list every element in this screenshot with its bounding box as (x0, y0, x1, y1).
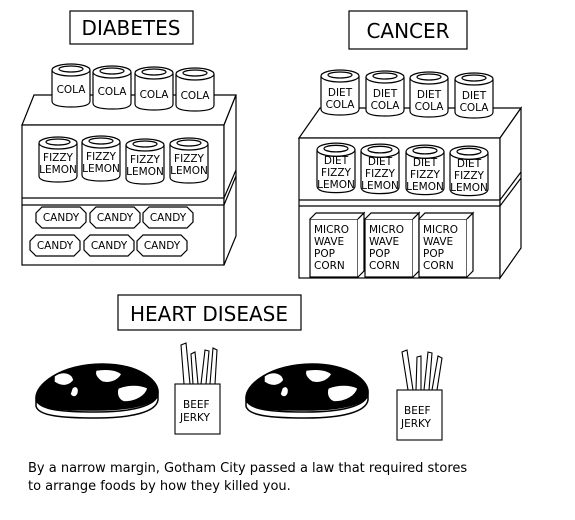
can-label: DIET (373, 88, 398, 100)
can-label: COLA (57, 84, 87, 96)
box-label: WAVE (314, 236, 344, 248)
box-label: MICRO (423, 224, 458, 236)
steak-left (35, 363, 159, 419)
popcorn-box: MICRO WAVE POP CORN (418, 212, 474, 278)
can-label: COLA (371, 100, 401, 112)
diabetes-cola-row: COLA COLA COLA COLA (51, 63, 215, 112)
candy-label: CANDY (150, 212, 187, 224)
box-label: WAVE (423, 236, 453, 248)
can-label: LEMON (126, 166, 164, 178)
can-label: COLA (326, 99, 356, 111)
box-label: CORN (369, 260, 400, 272)
can-label: FIZZY (174, 153, 205, 165)
can-label: COLA (415, 101, 445, 113)
jerky-label: BEEF (183, 399, 210, 411)
can-label: DIET (413, 157, 438, 169)
box-label: MICRO (314, 224, 349, 236)
can-label: FIZZY (365, 168, 396, 180)
box-label: POP (369, 248, 390, 260)
jerky-label: JERKY (179, 412, 211, 424)
can-label: FIZZY (130, 154, 161, 166)
box-label: CORN (423, 260, 454, 272)
cancer-popcorn-row: MICRO WAVE POP CORN MICRO WAVE POP CORN … (309, 212, 474, 278)
can-label: LEMON (317, 179, 355, 191)
can-label: DIET (324, 155, 349, 167)
beef-jerky-left: BEEF JERKY (174, 342, 221, 435)
box-label: WAVE (369, 236, 399, 248)
can-label: LEMON (406, 181, 444, 193)
can-label: LEMON (450, 182, 488, 194)
cancer-title-box (348, 10, 468, 50)
candy-bar: CANDY (83, 234, 135, 257)
popcorn-box: MICRO WAVE POP CORN (364, 212, 420, 278)
can-label: DIET (368, 156, 393, 168)
candy-bar: CANDY (136, 234, 188, 257)
box-label: MICRO (369, 224, 404, 236)
can-label: FIZZY (43, 152, 74, 164)
caption-line-1: By a narrow margin, Gotham City passed a… (28, 461, 468, 476)
candy-label: CANDY (91, 240, 128, 252)
beef-jerky-right: BEEF JERKY (396, 349, 443, 441)
can-label: DIET (417, 89, 442, 101)
can-label: COLA (140, 89, 170, 101)
can-label: FIZZY (454, 170, 485, 182)
heart-disease-title: HEART DISEASE (130, 302, 288, 326)
jerky-label: JERKY (400, 418, 432, 430)
box-label: POP (314, 248, 335, 260)
can-label: FIZZY (410, 169, 441, 181)
cola-can: COLA (175, 67, 215, 112)
candy-label: CANDY (97, 212, 134, 224)
can-label: DIET (328, 87, 353, 99)
can-label: LEMON (82, 163, 120, 175)
heart-disease-panel: HEART DISEASE BEEF JERKY BEEF JERKY (35, 294, 443, 441)
cola-can: COLA (92, 65, 132, 110)
can-label: DIET (457, 158, 482, 170)
can-label: DIET (462, 90, 487, 102)
cancer-title: CANCER (366, 19, 449, 43)
candy-label: CANDY (37, 240, 74, 252)
cola-can: COLA (134, 66, 174, 111)
can-label: FIZZY (321, 167, 352, 179)
candy-bar: CANDY (29, 234, 81, 257)
diet-fizzy-lemon-labels: DIET FIZZY LEMON DIET FIZZY LEMON DIET F… (317, 155, 488, 194)
jerky-label: BEEF (404, 405, 431, 417)
diabetes-title: DIABETES (82, 16, 181, 40)
diabetes-panel: DIABETES COLA COLA COLA COLA FIZZYLEMON … (21, 10, 237, 266)
caption: By a narrow margin, Gotham City passed a… (28, 460, 568, 496)
caption-line-2: to arrange foods by how they killed you. (28, 479, 291, 494)
can-label: COLA (181, 90, 211, 102)
can-label: COLA (98, 86, 128, 98)
can-label: LEMON (39, 164, 77, 176)
heart-disease-title-box (117, 294, 302, 331)
candy-bar: CANDY (142, 206, 194, 229)
can-label: LEMON (361, 180, 399, 192)
can-label: FIZZY (86, 151, 117, 163)
steak-right (245, 363, 369, 419)
candy-bar: CANDY (35, 206, 87, 229)
candy-label: CANDY (144, 240, 181, 252)
diabetes-candy-rows: CANDY CANDY CANDY CANDY CANDY CANDY (29, 206, 194, 257)
candy-label: CANDY (43, 212, 80, 224)
can-label: COLA (460, 102, 490, 114)
box-label: POP (423, 248, 444, 260)
diabetes-title-box (69, 10, 194, 45)
candy-bar: CANDY (89, 206, 141, 229)
cancer-diet-fizzy-row: DIET FIZZY LEMON DIET FIZZY LEMON DIET F… (316, 142, 489, 197)
cola-can: COLA (51, 63, 91, 108)
popcorn-box: MICRO WAVE POP CORN (309, 212, 365, 278)
can-label: LEMON (170, 165, 208, 177)
box-label: CORN (314, 260, 345, 272)
